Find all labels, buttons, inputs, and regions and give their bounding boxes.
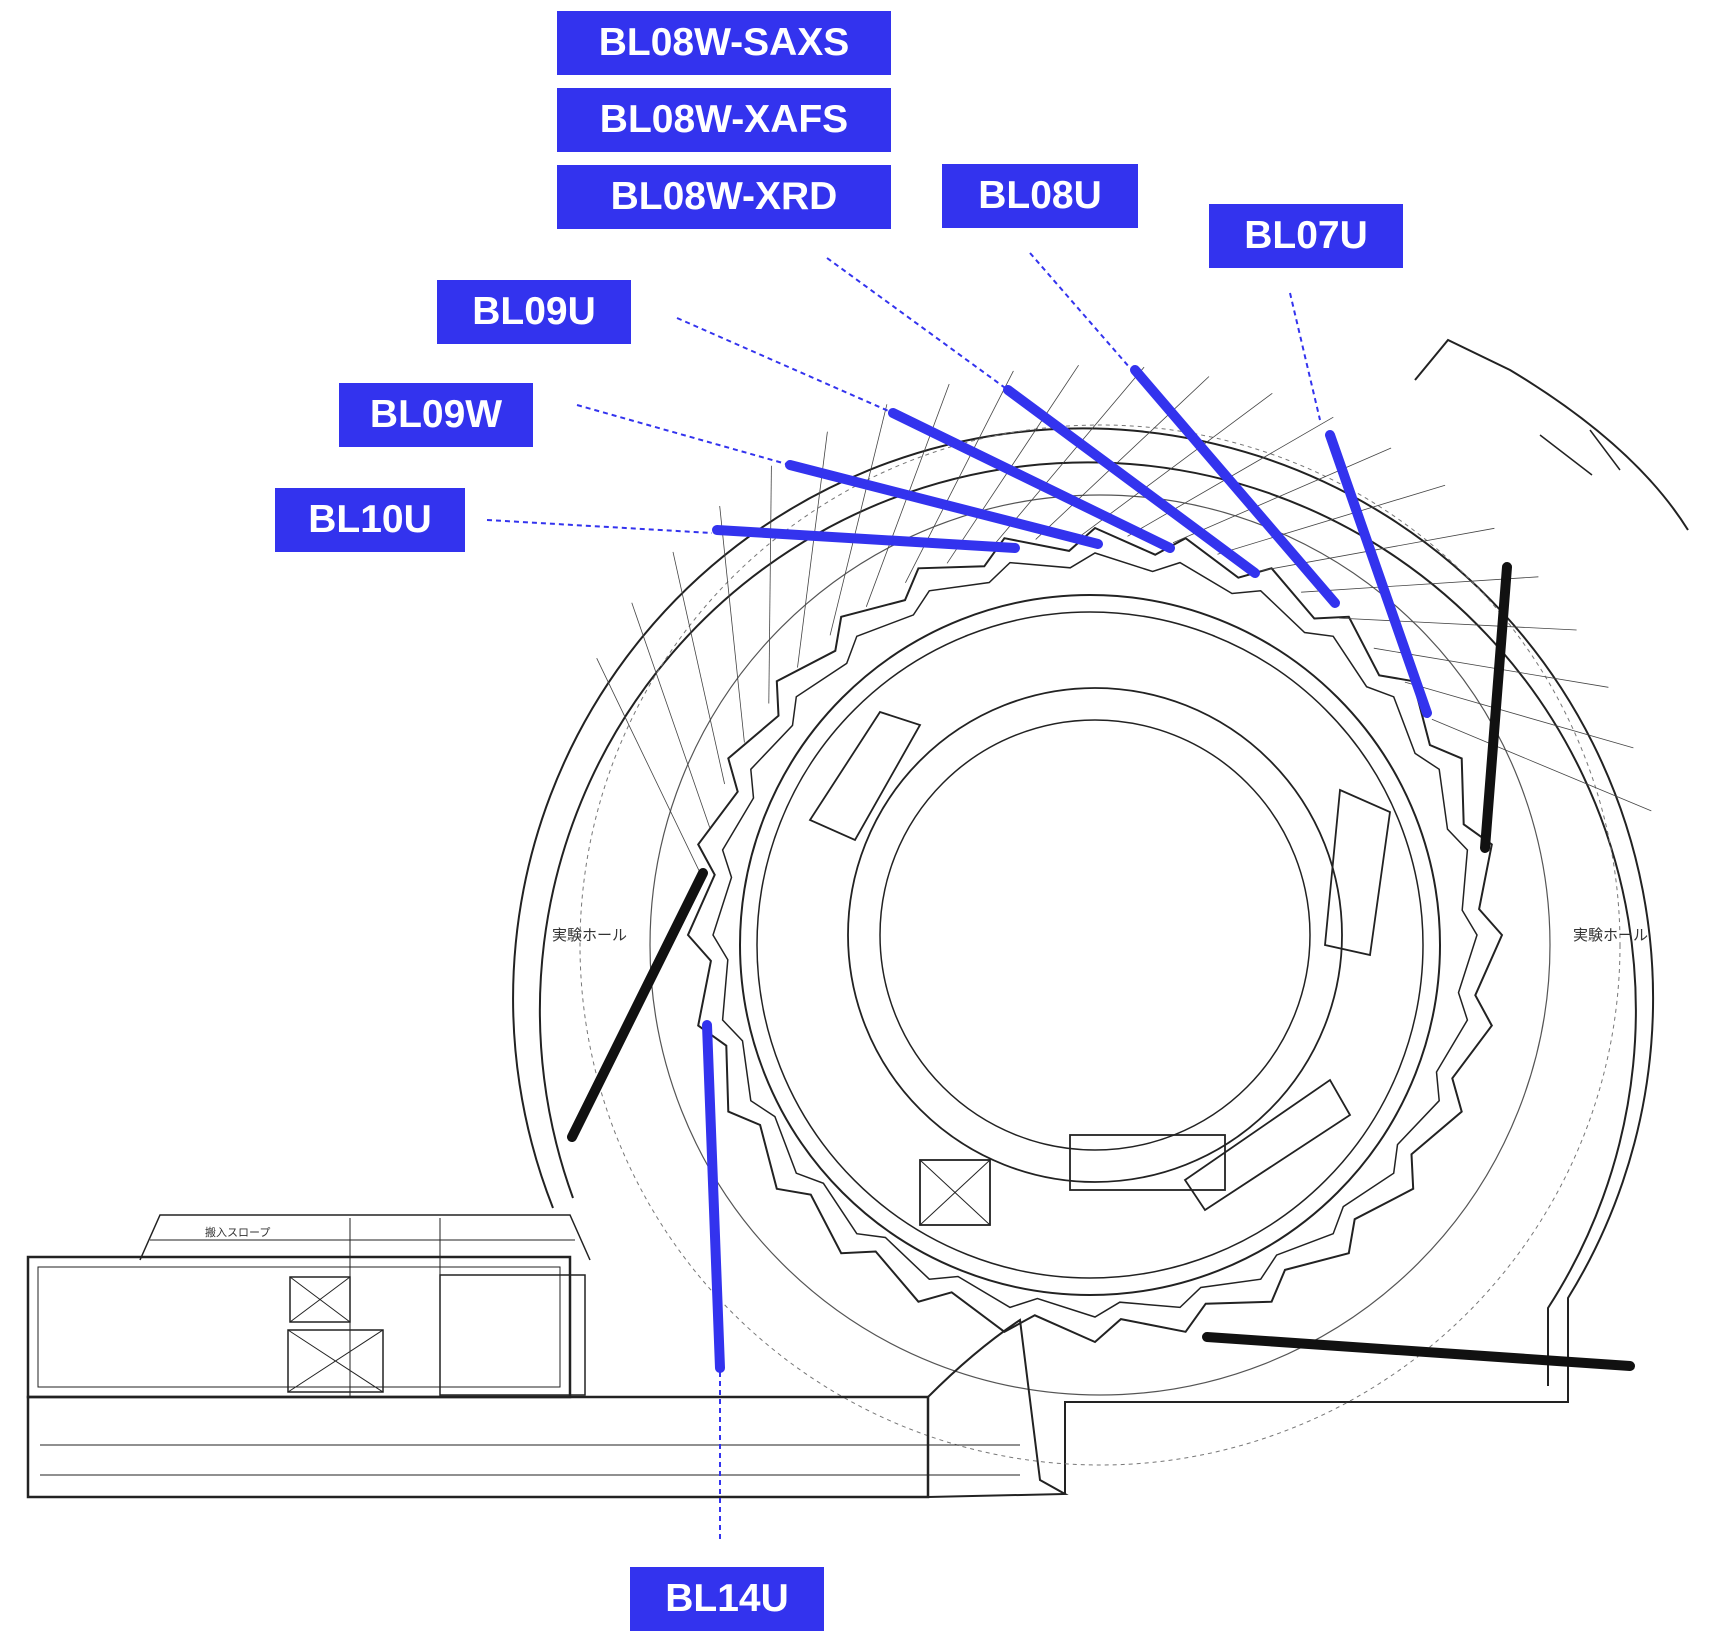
center-circle [879,719,1311,1151]
inner-room-bottom-left [919,1159,991,1226]
beamline-bl14u [702,1020,725,1373]
sight-line [1301,576,1539,593]
beamline-bl08u [1130,365,1340,608]
right-annex-divider [1539,429,1621,476]
sight-line [672,551,725,785]
sight-line [1035,376,1210,540]
booster-ring-inner [847,687,1343,1183]
hall-label-right: 実験ホール [1573,926,1648,944]
sight-line [1081,392,1273,536]
loading-slope [139,1214,591,1261]
beamline-bl08w [1003,385,1260,578]
inner-room-bottom-right [1183,1078,1352,1212]
inner-room-bottom [1069,1134,1226,1191]
sight-line [631,602,711,828]
label-bl08w-saxs: BL08W-SAXS [557,11,891,75]
label-bl09u: BL09U [437,280,631,344]
sight-line [1431,718,1652,812]
label-bl07u: BL07U [1209,204,1403,268]
sight-line [1404,681,1634,749]
hall-label-left: 実験ホール [552,926,627,944]
label-bl08w-xafs: BL08W-XAFS [557,88,891,152]
sight-line [768,465,772,704]
slope-label: 搬入スロープ [205,1225,270,1239]
storage-ring-inner-zigzag [712,552,1478,1318]
outer-hall-wall-inner [538,461,1637,1386]
outer-hall-wall [512,427,1655,1494]
sight-line [905,370,1014,583]
leader-bl08u [1029,252,1131,369]
linac-tunnel [26,1395,930,1499]
sight-line [1373,647,1609,688]
hall-floor-circle [649,494,1551,1396]
storage-ring-outer-zigzag [686,526,1504,1344]
beamline-bl09u [888,408,1175,553]
linac-room-3 [439,1274,586,1396]
beamline-bl07u [1325,430,1432,718]
future-beamline-bottom [1202,1332,1635,1371]
sight-line [829,404,888,636]
booster-ring-outer [739,594,1441,1296]
sight-line [719,505,745,743]
future-beamline-right [1480,562,1512,853]
leader-bl10u [486,519,713,534]
label-bl10u: BL10U [275,488,465,552]
inner-room-right [1324,788,1391,957]
leader-bl07u [1289,292,1321,421]
leader-bl09w [576,404,791,466]
label-bl08w-xrd: BL08W-XRD [557,165,891,229]
sight-line [1339,617,1577,631]
booster-ring-mid [756,611,1424,1279]
beamline-bl09w [785,460,1103,549]
linac-room-2 [287,1329,384,1393]
leader-bl08w-saxs [826,257,1009,391]
sight-line [1217,484,1446,555]
label-bl09w: BL09W [339,383,533,447]
sight-line [1172,447,1392,544]
right-annex [1414,338,1689,531]
label-bl14u: BL14U [630,1567,824,1631]
label-bl08u: BL08U [942,164,1138,228]
beamline-bl10u [712,525,1020,553]
inner-room-left [808,710,922,842]
linac-building-inner [37,1266,561,1388]
hall-dash-circle [579,424,1621,1466]
transport-tunnel [927,1318,1069,1498]
sight-line [596,658,701,873]
linac-building [26,1255,572,1399]
future-beamline-left [567,868,708,1142]
leader-bl09u [676,317,894,414]
sight-line [946,364,1079,564]
